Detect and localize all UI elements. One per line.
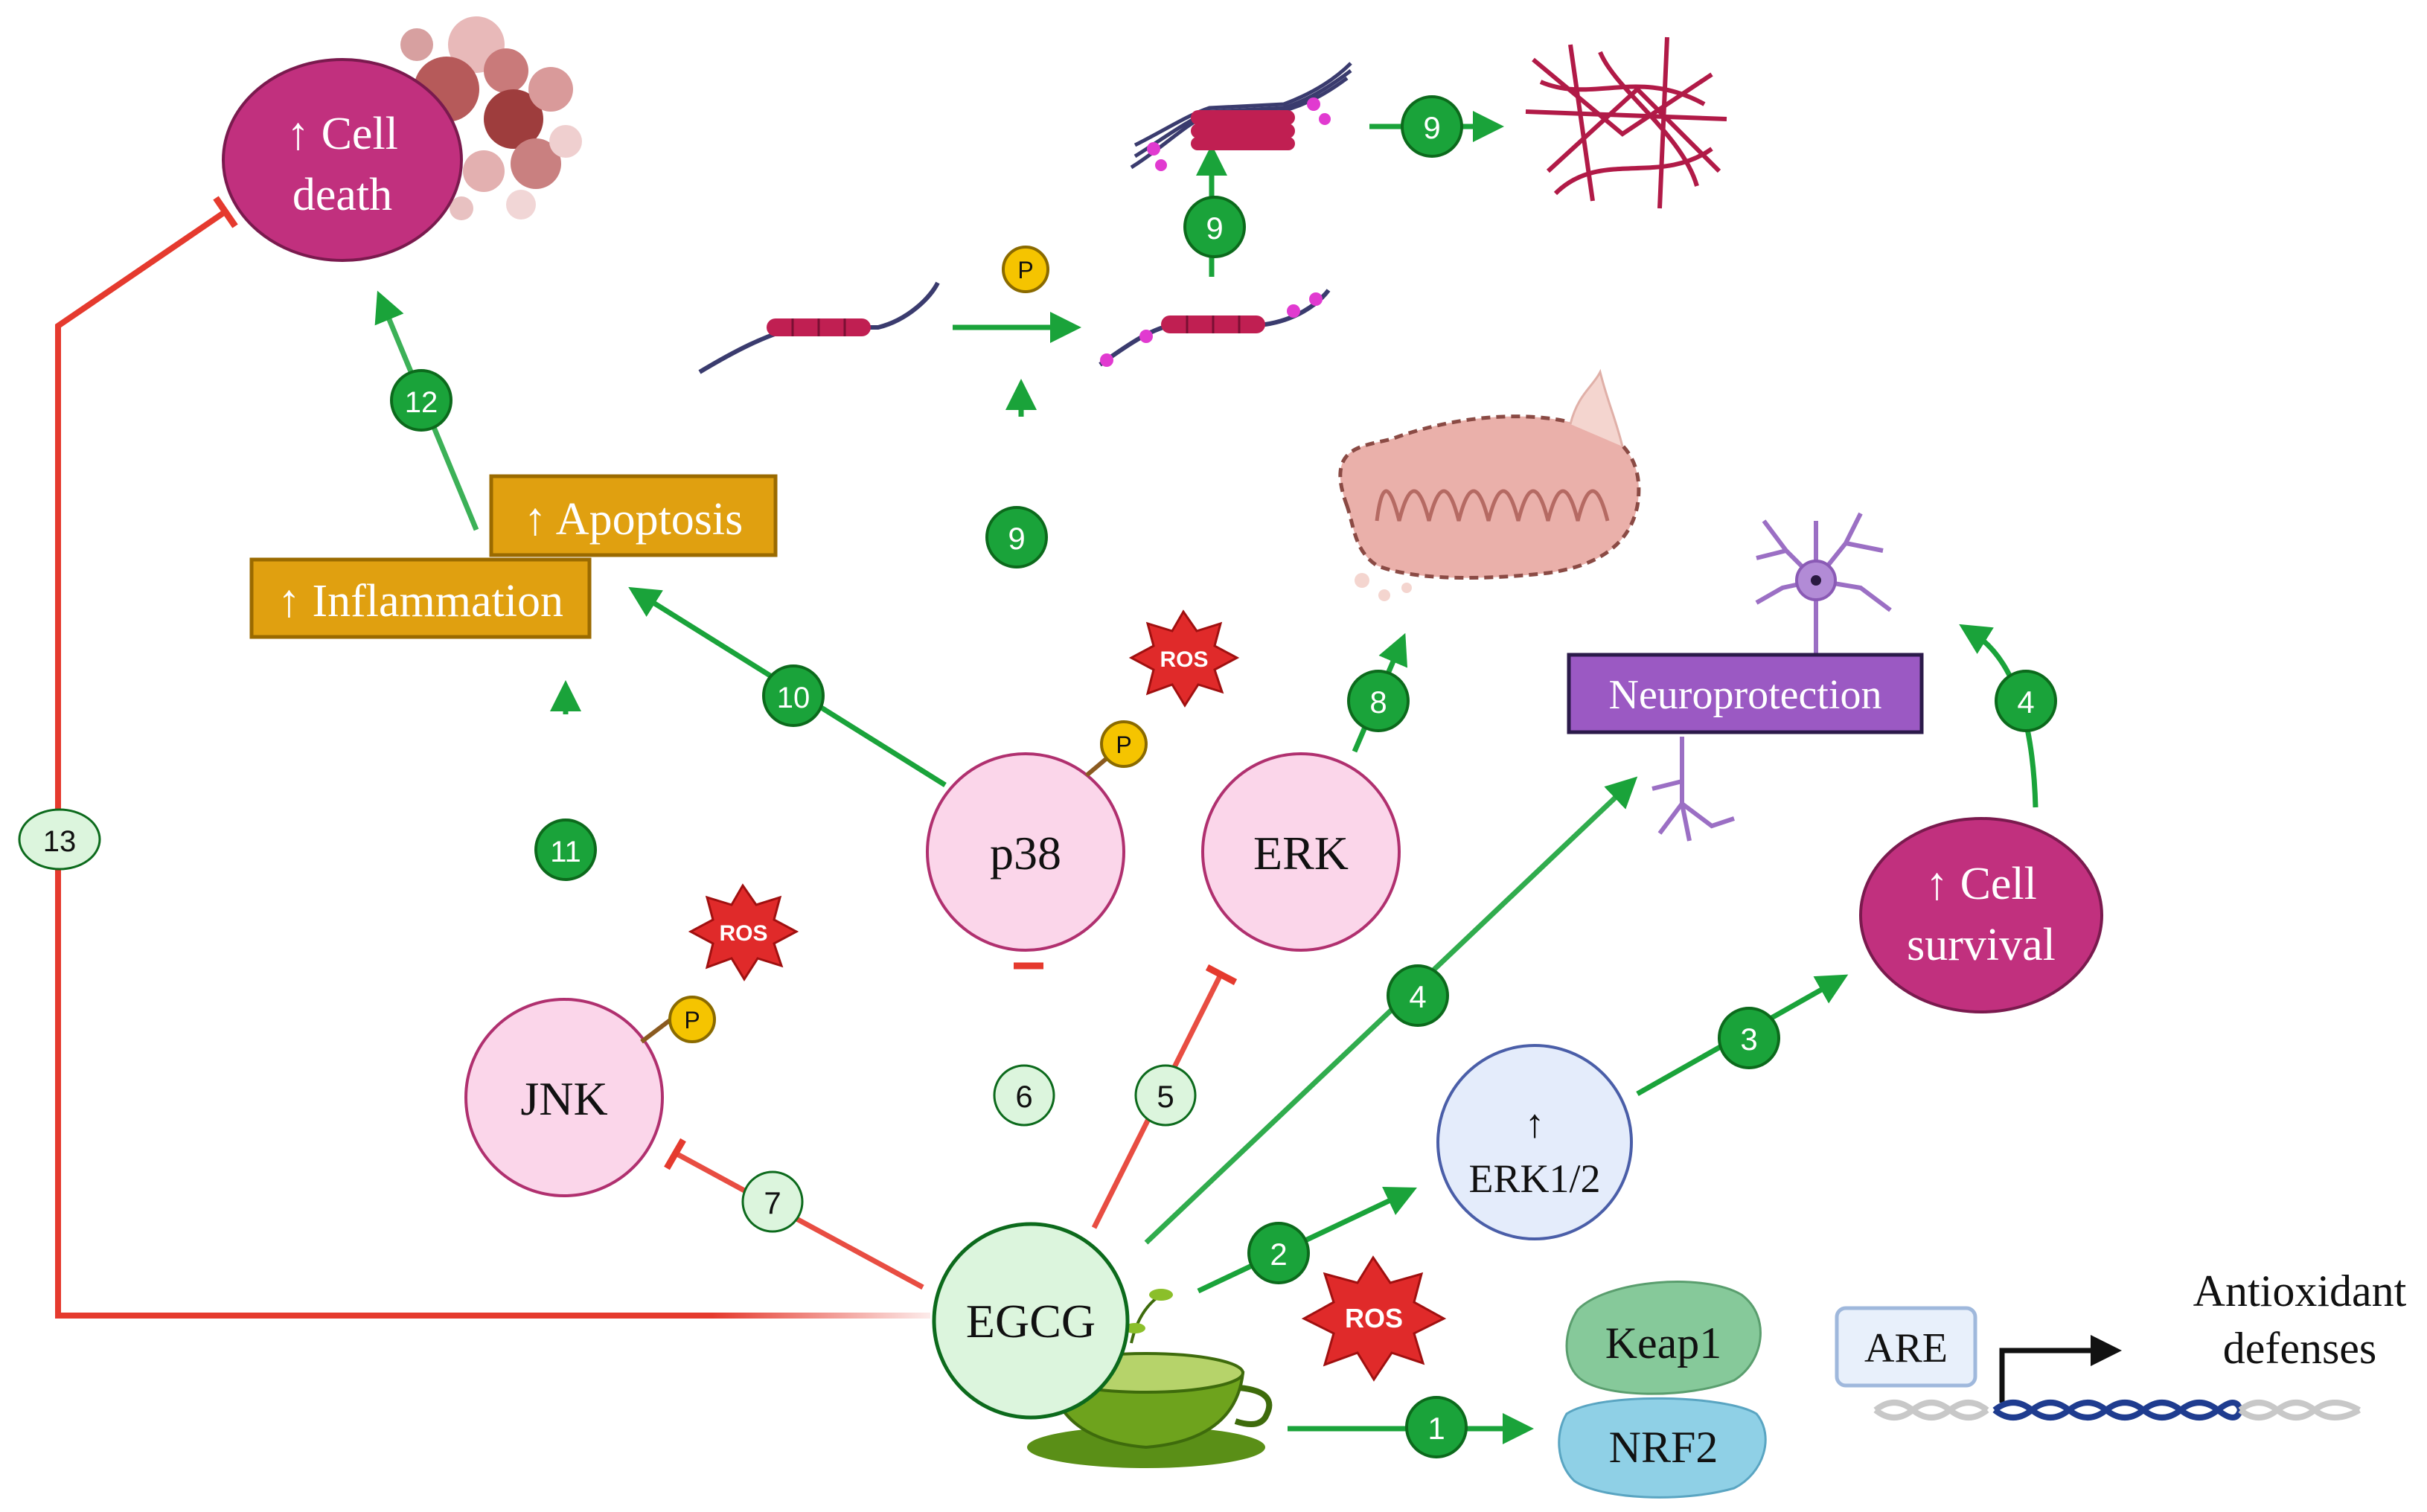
- step-badge-11: 11: [534, 819, 597, 881]
- step-12-label: 12: [405, 386, 438, 419]
- step-badge-6: 6: [993, 1064, 1055, 1127]
- cell-death-label-line2: death: [292, 170, 392, 220]
- neuron-icon: [1651, 512, 1892, 842]
- step-7-label: 7: [764, 1185, 781, 1220]
- jnk-label: JNK: [520, 1072, 607, 1125]
- neuroprotection-box: Neuroprotection: [1567, 653, 1924, 734]
- p38-node: p38: [926, 752, 1125, 952]
- step-badge-9-tangle: 9: [1401, 95, 1463, 158]
- cell-survival-label-line2: survival: [1907, 920, 2056, 970]
- step-badge-5: 5: [1134, 1064, 1197, 1127]
- erk12-node: ↑ ERK1/2: [1436, 1044, 1633, 1240]
- ros-burst-egcg: ROS: [1301, 1255, 1447, 1382]
- are-label: ARE: [1864, 1325, 1948, 1371]
- step-badge-4-neuro: 4: [1387, 964, 1449, 1027]
- cell-death-node: ↑ Cell death: [222, 58, 463, 262]
- ros-label-egcg: ROS: [1345, 1303, 1403, 1333]
- erk12-up-arrow: ↑: [1525, 1101, 1545, 1146]
- ros-label-jnk: ROS: [719, 921, 767, 946]
- antioxidant-line2: defenses: [2223, 1324, 2377, 1373]
- step-13-label: 13: [43, 825, 77, 858]
- step-badge-4-survival: 4: [1995, 670, 2057, 732]
- phospho-label-tau: P: [1017, 257, 1033, 284]
- cell-death-label-line1: ↑ Cell: [287, 109, 398, 159]
- step-10-label: 10: [777, 682, 810, 714]
- are-box: ARE: [1835, 1306, 1977, 1388]
- inhibition-7-line: [664, 1138, 924, 1290]
- step-badge-7: 7: [741, 1170, 804, 1233]
- step-badge-12: 12: [390, 369, 453, 432]
- apoptosis-box: ↑ Apoptosis: [489, 474, 778, 557]
- ros-burst-jnk: ROS: [688, 883, 799, 981]
- step-4b-label: 4: [2017, 685, 2034, 720]
- phospho-badge-jnk: P: [640, 996, 716, 1044]
- step-badge-10: 10: [762, 664, 825, 727]
- nrf2-label: NRF2: [1609, 1423, 1718, 1472]
- phospho-label-p38: P: [1116, 731, 1131, 758]
- neuroprotection-label: Neuroprotection: [1609, 672, 1882, 718]
- egcg-label: EGCG: [966, 1295, 1096, 1348]
- aggregated-tau-icon: [1130, 62, 1352, 171]
- erk-node: ERK: [1201, 752, 1401, 952]
- cell-debris-icon: [400, 16, 582, 220]
- step-11-label: 11: [550, 836, 581, 868]
- erk12-label: ERK1/2: [1468, 1156, 1600, 1201]
- p38-label: p38: [990, 827, 1061, 880]
- step-badge-8: 8: [1347, 670, 1410, 732]
- keap1-label: Keap1: [1605, 1319, 1722, 1368]
- step-5-label: 5: [1157, 1079, 1174, 1114]
- apoptosis-label: ↑ Apoptosis: [524, 494, 744, 545]
- erk-label: ERK: [1253, 827, 1349, 880]
- tau-protein-icon: [698, 281, 940, 374]
- step-2-label: 2: [1270, 1237, 1287, 1272]
- step-badge-1: 1: [1405, 1396, 1468, 1458]
- transcription-arrow: [1999, 1335, 2122, 1403]
- phospho-label-jnk: P: [684, 1007, 700, 1034]
- dna-icon: [1873, 1400, 2361, 1420]
- jnk-node: JNK: [464, 998, 664, 1197]
- ros-label-p38: ROS: [1160, 647, 1208, 672]
- antioxidant-defenses-label: Antioxidant defenses: [2193, 1266, 2407, 1373]
- inflammation-box: ↑ Inflammation: [249, 557, 592, 639]
- step-badge-9-aggregate: 9: [1183, 196, 1246, 258]
- activation-4-line-neuro: [1144, 776, 1638, 1245]
- ros-burst-p38: ROS: [1128, 609, 1240, 708]
- step-9b-label: 9: [1206, 211, 1223, 246]
- step-badge-2: 2: [1247, 1222, 1310, 1284]
- step-8-label: 8: [1369, 685, 1387, 720]
- step-badge-13: 13: [18, 808, 101, 871]
- nrf2-node: NRF2: [1558, 1397, 1767, 1499]
- antioxidant-line1: Antioxidant: [2193, 1266, 2407, 1316]
- step-badge-3: 3: [1718, 1007, 1780, 1069]
- step-9a-label: 9: [1008, 521, 1025, 556]
- phospho-tau-icon: [1099, 289, 1331, 367]
- keap1-node: Keap1: [1565, 1281, 1762, 1395]
- step-6-label: 6: [1015, 1079, 1032, 1114]
- step-badge-9-p38: 9: [985, 506, 1048, 568]
- phospho-badge-p38: P: [1085, 720, 1148, 778]
- cell-survival-label-line1: ↑ Cell: [1925, 859, 2037, 909]
- step-4a-label: 4: [1409, 979, 1426, 1014]
- mitochondrion-icon: [1338, 368, 1641, 601]
- inflammation-label: ↑ Inflammation: [278, 576, 563, 627]
- egcg-node: EGCG: [932, 1222, 1130, 1420]
- tangle-icon: [1525, 36, 1727, 209]
- phospho-badge-tau: P: [1002, 246, 1049, 293]
- cell-survival-node: ↑ Cell survival: [1859, 817, 2103, 1013]
- step-9c-label: 9: [1423, 110, 1440, 145]
- step-1-label: 1: [1427, 1411, 1445, 1446]
- step-3-label: 3: [1740, 1022, 1757, 1057]
